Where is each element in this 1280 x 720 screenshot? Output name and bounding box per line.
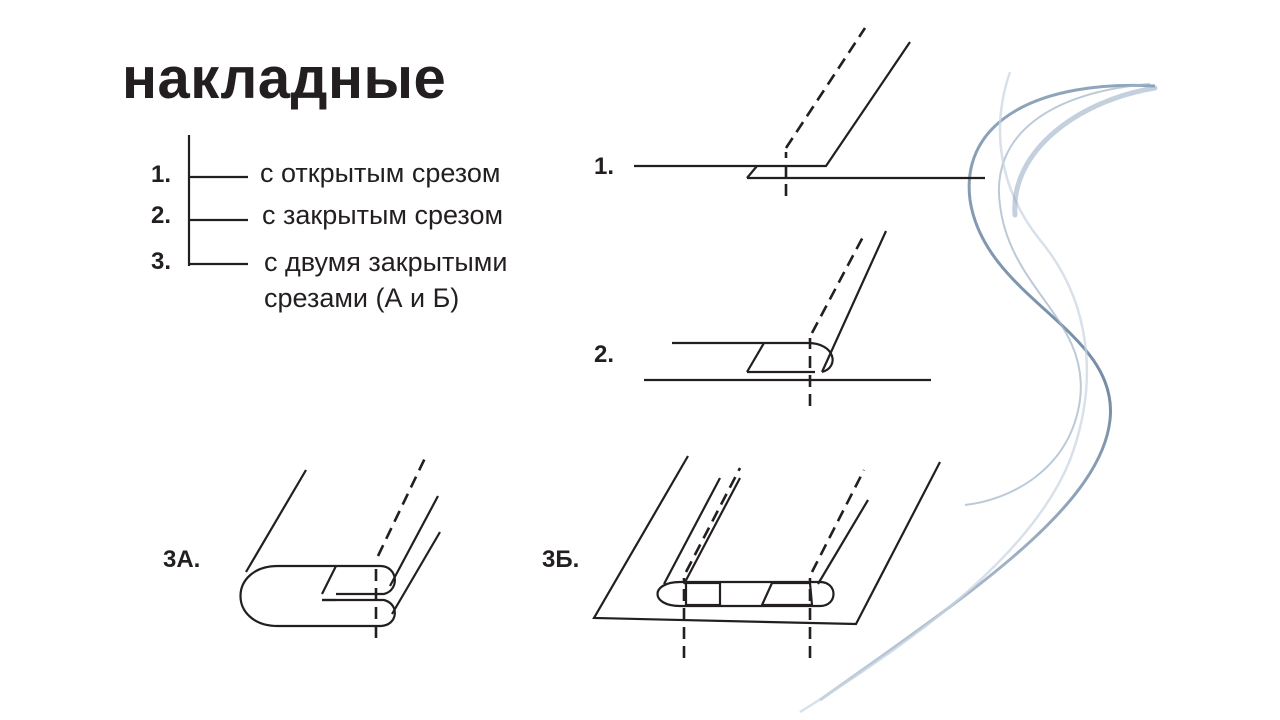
figure-3b-seam — [592, 455, 941, 658]
figure-label-3b: 3Б. — [542, 546, 580, 573]
legend-bracket — [187, 135, 248, 266]
figure-2-seam — [644, 230, 931, 406]
legend-text-3a: с двумя закрытыми — [264, 247, 508, 277]
figure-label-1: 1. — [594, 153, 615, 180]
legend-number-3: 3. — [151, 248, 172, 275]
legend-number-2: 2. — [151, 202, 172, 229]
figure-1-seam — [634, 27, 985, 196]
figure-label-2: 2. — [594, 341, 615, 368]
figure-3a-seam — [239, 455, 441, 638]
legend-text-1: с открытым срезом — [260, 158, 501, 188]
figure-label-3a: 3А. — [163, 546, 201, 573]
legend-text-3b: срезами (А и Б) — [264, 283, 460, 313]
legend-number-1: 1. — [151, 161, 172, 188]
page-title: накладные — [122, 46, 447, 111]
legend-text-2: с закрытым срезом — [262, 200, 504, 230]
